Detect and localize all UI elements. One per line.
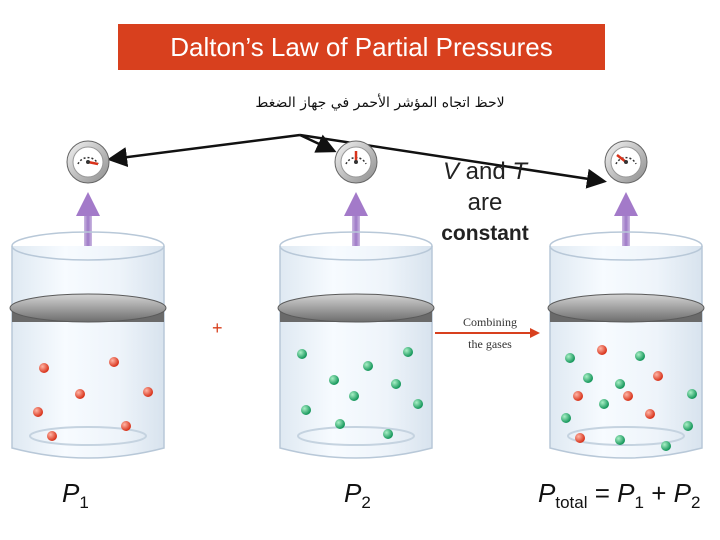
combining-arrow xyxy=(435,328,540,338)
combining-label: Combining the gases xyxy=(440,311,540,355)
combining-line-1: Combining xyxy=(462,315,517,329)
beaker xyxy=(547,231,705,459)
constant-word: constant xyxy=(441,222,529,245)
page-title: Dalton’s Law of Partial Pressures xyxy=(170,32,553,62)
beaker xyxy=(277,231,435,459)
red-molecule xyxy=(597,345,607,355)
red-molecule xyxy=(75,389,85,399)
gauge-icon xyxy=(66,140,110,184)
total-pressure-equation: Ptotal = P1 + P2 xyxy=(538,478,701,512)
gas-2-molecules xyxy=(297,347,423,439)
red-molecule xyxy=(653,371,663,381)
pointer-arrow-left xyxy=(107,133,301,168)
green-molecule xyxy=(403,347,413,357)
green-molecule xyxy=(635,351,645,361)
temperature-symbol: T xyxy=(512,158,528,185)
red-molecule xyxy=(33,407,43,417)
red-molecule xyxy=(109,357,119,367)
pressure-label-p2: P2 xyxy=(344,478,371,512)
red-molecule xyxy=(573,391,583,401)
red-molecule xyxy=(39,363,49,373)
green-molecule xyxy=(301,405,311,415)
red-molecule xyxy=(121,421,131,431)
green-molecule xyxy=(561,413,571,423)
green-molecule xyxy=(297,349,307,359)
volume-symbol: V xyxy=(442,158,459,185)
green-molecule xyxy=(335,419,345,429)
are-word: are xyxy=(467,189,503,216)
pressure-label-p1: P1 xyxy=(62,478,89,512)
green-molecule xyxy=(363,361,373,371)
gauge-icon xyxy=(604,140,648,184)
red-molecule xyxy=(143,387,153,397)
and-word: and xyxy=(465,158,506,185)
green-molecule xyxy=(615,379,625,389)
gauge-note: لاحظ اتجاه المؤشر الأحمر في جهاز الضغط xyxy=(255,95,505,111)
green-molecule xyxy=(391,379,401,389)
green-molecule xyxy=(687,389,697,399)
green-molecule xyxy=(383,429,393,439)
combining-line-2: the gases xyxy=(468,337,512,351)
combined-molecules xyxy=(561,345,697,451)
constant-note: V and T are constant xyxy=(410,156,560,249)
green-molecule xyxy=(329,375,339,385)
gas-1-molecules xyxy=(33,357,153,441)
red-molecule xyxy=(575,433,585,443)
green-molecule xyxy=(413,399,423,409)
red-molecule xyxy=(623,391,633,401)
gauge-icon xyxy=(334,140,378,184)
plus-operator: + xyxy=(212,318,223,338)
green-molecule xyxy=(615,435,625,445)
beaker xyxy=(9,231,167,459)
pointer-arrow-middle xyxy=(299,133,337,153)
green-molecule xyxy=(565,353,575,363)
red-molecule xyxy=(47,431,57,441)
green-molecule xyxy=(661,441,671,451)
green-molecule xyxy=(583,373,593,383)
green-molecule xyxy=(683,421,693,431)
green-molecule xyxy=(349,391,359,401)
green-molecule xyxy=(599,399,609,409)
red-molecule xyxy=(645,409,655,419)
title-banner: Dalton’s Law of Partial Pressures xyxy=(118,24,605,70)
